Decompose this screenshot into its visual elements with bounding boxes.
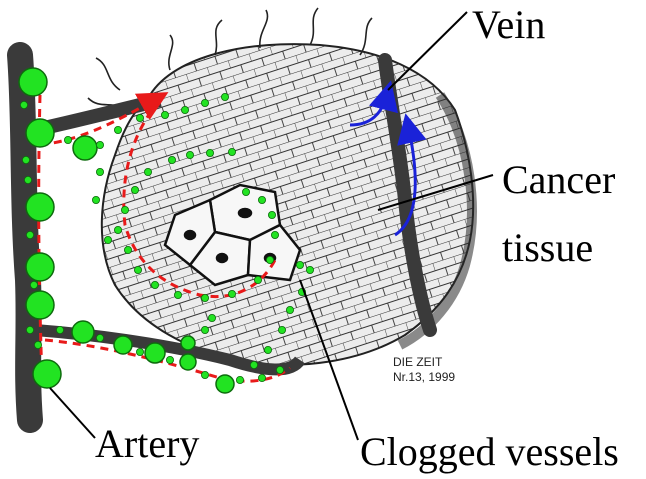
clogged-vessel-nodule [242, 188, 249, 195]
artery-leader-line [50, 388, 95, 438]
clogged-vessel-nodule [72, 321, 94, 343]
clogged-vessel-nodule [266, 256, 273, 263]
clogged-vessel-nodule [96, 168, 103, 175]
clogged-vessel-nodule [144, 168, 151, 175]
clogged-vessel-nodule [26, 231, 33, 238]
clogged-vessel-nodule [216, 375, 234, 393]
clogged-vessel-nodule [258, 374, 265, 381]
clogged-vessel-nodule [296, 261, 303, 268]
clogged-vessel-nodule [20, 101, 27, 108]
clogged-vessels-label: Clogged vessels [360, 432, 619, 472]
clogged-vessel-nodule [174, 291, 181, 298]
clogged-vessel-nodule [228, 290, 235, 297]
clogged-vessel-nodule [114, 126, 121, 133]
clogged-vessel-nodule [114, 226, 121, 233]
clogged-vessel-nodule [286, 306, 293, 313]
clogged-vessel-nodule [145, 343, 165, 363]
clogged-vessel-nodule [201, 99, 208, 106]
clogged-vessel-nodule [201, 294, 208, 301]
clogged-vessel-nodule [136, 114, 143, 121]
clogged-vessel-nodule [276, 366, 283, 373]
clogged-vessel-nodule [236, 376, 243, 383]
clogged-vessel-nodule [131, 186, 138, 193]
clogged-vessel-nodule [19, 68, 47, 96]
clogged-vessel-nodule [26, 253, 54, 281]
clogged-vessel-nodule [151, 281, 158, 288]
clogged-vessel-nodule [181, 336, 195, 350]
clogged-vessel-nodule [201, 371, 208, 378]
clogged-vessel-nodule [56, 326, 63, 333]
vein-leader-line [388, 12, 467, 90]
source-credit-line1: DIE ZEIT [393, 355, 442, 369]
clogged-vessel-nodule [136, 348, 143, 355]
cancer-tissue-label-line2: tissue [502, 228, 593, 268]
clogged-vessel-nodule [64, 136, 71, 143]
clogged-vessel-nodule [96, 141, 103, 148]
clogged-vessel-nodule [201, 326, 208, 333]
clogged-vessel-nodule [26, 291, 54, 319]
vein-label: Vein [472, 5, 545, 45]
clogged-vessel-nodule [166, 356, 173, 363]
clogged-vessel-nodule [250, 361, 257, 368]
clogged-vessel-nodule [26, 326, 33, 333]
clogged-vessel-nodule [92, 196, 99, 203]
clogged-vessel-nodule [254, 276, 261, 283]
clogged-vessel-nodule [228, 148, 235, 155]
clogged-vessel-nodule [161, 111, 168, 118]
clogged-vessel-nodule [22, 156, 29, 163]
clogged-vessel-nodule [180, 354, 196, 370]
clogged-vessel-nodule [34, 341, 41, 348]
source-credit-line2: Nr.13, 1999 [393, 370, 455, 384]
clogged-vessel-nodule [114, 336, 132, 354]
clogged-vessel-nodule [24, 176, 31, 183]
clogged-vessel-nodule [186, 151, 193, 158]
clogged-vessel-nodule [26, 119, 54, 147]
clogged-vessel-nodule [134, 266, 141, 273]
clogged-vessel-nodule [124, 246, 131, 253]
artery-label: Artery [95, 424, 199, 464]
clogged-vessel-nodule [168, 156, 175, 163]
clogged-vessel-nodule [278, 326, 285, 333]
clogged-vessel-nodule [121, 206, 128, 213]
clogged-vessel-nodule [26, 193, 54, 221]
clogged-vessel-nodule [33, 360, 61, 388]
clogged-vessel-nodule [30, 281, 37, 288]
clogged-vessel-nodule [306, 266, 313, 273]
cancer-tissue-label-line1: Cancer [502, 160, 615, 200]
clogged-vessel-nodule [206, 149, 213, 156]
clogged-vessel-nodule [258, 196, 265, 203]
clogged-vessel-nodule [208, 314, 215, 321]
tissue-mass [102, 44, 473, 365]
clogged-vessel-nodule [181, 106, 188, 113]
clogged-vessel-nodule [264, 346, 271, 353]
clogged-vessel-nodule [221, 93, 228, 100]
clogged-vessel-nodule [104, 236, 111, 243]
clogged-vessel-nodule [268, 211, 275, 218]
clogged-vessel-nodule [271, 231, 278, 238]
clogged-vessel-nodule [73, 136, 97, 160]
clogged-vessel-nodule [96, 334, 103, 341]
